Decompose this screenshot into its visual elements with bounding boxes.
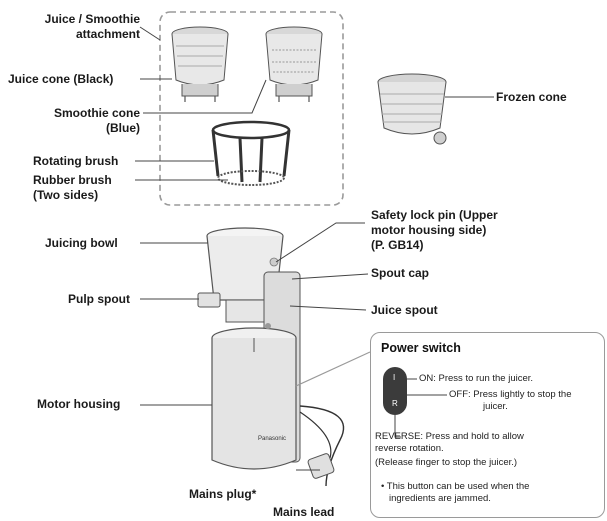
reverse-description-3: (Release finger to stop the juicer.): [375, 457, 518, 468]
smoothie-cone-label-1: Smoothie cone: [53, 106, 140, 120]
motor-housing-image: Panasonic: [211, 271, 301, 470]
power-switch-panel: Power switch I R ON: Press to run the ju…: [370, 332, 605, 518]
panel-connector: [295, 351, 371, 387]
smoothie-cone-image: [265, 26, 323, 102]
safety-lock-label-3: (P. GB14): [371, 238, 424, 252]
juice-cone-label: Juice cone (Black): [8, 72, 114, 86]
juicing-bowl-label: Juicing bowl: [45, 236, 118, 250]
reverse-description-1: REVERSE: Press and hold to allow: [375, 431, 524, 442]
reverse-description-2: reverse rotation.: [375, 443, 444, 454]
attachment-label-2: attachment: [75, 27, 140, 41]
safety-lock-label-1: Safety lock pin (Upper: [371, 208, 498, 222]
jam-note-1: • This button can be used when the: [381, 481, 530, 492]
attachment-label-1: Juice / Smoothie: [44, 12, 140, 26]
juice-spout-label: Juice spout: [371, 303, 438, 317]
power-switch-button: I R: [383, 367, 407, 415]
button-on-mark: I: [393, 373, 396, 382]
attachment-dashed-box: [159, 11, 344, 206]
mains-lead-image: [299, 405, 345, 487]
spout-cap-label: Spout cap: [371, 266, 430, 280]
pulp-spout-label: Pulp spout: [68, 292, 130, 306]
mains-plug-label: Mains plug*: [189, 487, 257, 501]
safety-lock-label-2: motor housing side): [371, 223, 487, 237]
brand-logo: Panasonic: [258, 436, 286, 442]
rotating-brush-label: Rotating brush: [33, 154, 119, 168]
smoothie-cone-label-2: (Blue): [106, 121, 140, 135]
jam-note: • This button can be used when the ingre…: [381, 481, 529, 505]
on-description: ON: Press to run the juicer.: [419, 373, 534, 384]
mains-lead-label: Mains lead: [273, 505, 335, 519]
motor-housing-label: Motor housing: [37, 397, 121, 411]
frozen-cone-image: [377, 73, 447, 145]
off-description-2: juicer.: [483, 401, 508, 412]
rotating-brush-image: [211, 120, 291, 186]
rubber-brush-label-2: (Two sides): [33, 188, 99, 202]
off-description-1: OFF: Press lightly to stop the: [449, 389, 572, 400]
button-reverse-mark: R: [392, 399, 398, 408]
juice-cone-image: [171, 26, 229, 102]
jam-note-2: ingredients are jammed.: [389, 493, 491, 504]
leader-lines: [135, 26, 494, 471]
rubber-brush-label-1: Rubber brush: [33, 173, 112, 187]
switch-callouts: [394, 378, 447, 438]
frozen-cone-label: Frozen cone: [496, 90, 567, 104]
power-switch-title: Power switch: [381, 341, 461, 355]
